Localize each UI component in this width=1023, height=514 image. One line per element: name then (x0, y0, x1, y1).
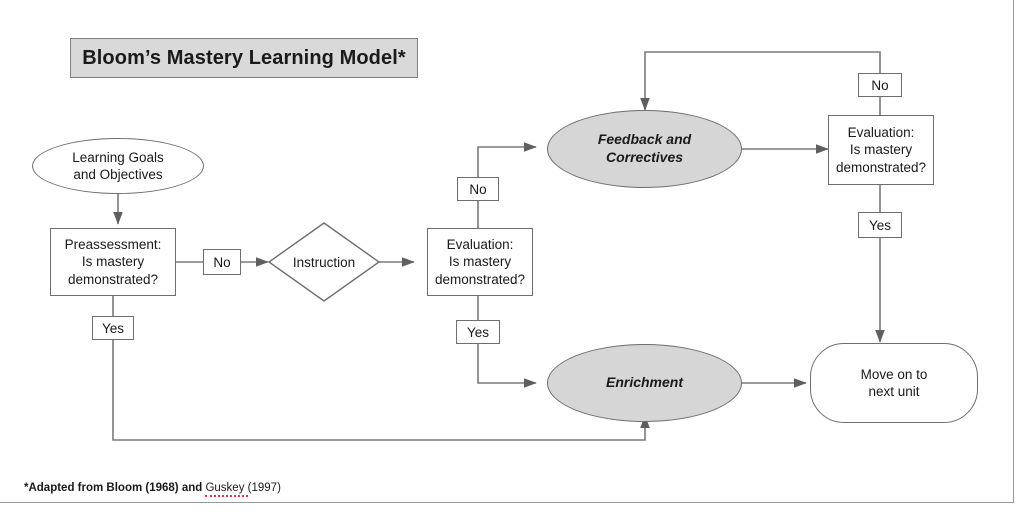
footnote-suffix: (1997) (247, 482, 281, 494)
node-evaluation-middle: Evaluation: Is mastery demonstrated? (427, 228, 533, 296)
node-preassessment-label: Preassessment: Is mastery demonstrated? (64, 237, 162, 287)
footnote-flagged-word: Guskey (205, 482, 248, 497)
edge-label-preassessment-yes: Yes (92, 316, 134, 340)
node-evaluation-middle-label: Evaluation: Is mastery demonstrated? (434, 237, 526, 287)
node-instruction-label: Instruction (292, 254, 356, 270)
edge-label-preassessment-no: No (203, 249, 241, 275)
footnote-prefix: *Adapted from Bloom (1968) and (24, 482, 206, 494)
node-evaluation-right: Evaluation: Is mastery demonstrated? (828, 115, 934, 185)
node-instruction: Instruction (268, 222, 380, 302)
node-feedback-label: Feedback and Correctives (597, 131, 692, 165)
node-move-on-next-unit: Move on to next unit (810, 343, 978, 423)
page-title: Bloom’s Mastery Learning Model* (70, 38, 418, 78)
footnote: *Adapted from Bloom (1968) and Guskey (1… (24, 482, 281, 497)
node-evaluation-right-label: Evaluation: Is mastery demonstrated? (835, 125, 927, 175)
node-learning-goals: Learning Goals and Objectives (32, 138, 204, 194)
edge-label-evaluation-mid-yes: Yes (456, 320, 500, 344)
edge-label-evaluation-mid-no: No (457, 177, 499, 201)
node-preassessment: Preassessment: Is mastery demonstrated? (50, 228, 176, 296)
edge-yes-to-enrichment (477, 344, 537, 388)
edge-label-evaluation-right-yes: Yes (858, 212, 902, 238)
edge-no-to-feedback (477, 142, 537, 177)
node-enrichment: Enrichment (547, 344, 742, 422)
node-feedback-and-correctives: Feedback and Correctives (547, 110, 742, 188)
node-next-unit-label: Move on to next unit (860, 366, 928, 399)
diamond-shape (268, 222, 380, 302)
node-learning-goals-label: Learning Goals and Objectives (72, 149, 164, 182)
node-enrichment-label: Enrichment (605, 374, 683, 391)
edge-label-evaluation-right-no: No (858, 73, 902, 97)
edge-no-loop-to-feedback (640, 51, 881, 111)
